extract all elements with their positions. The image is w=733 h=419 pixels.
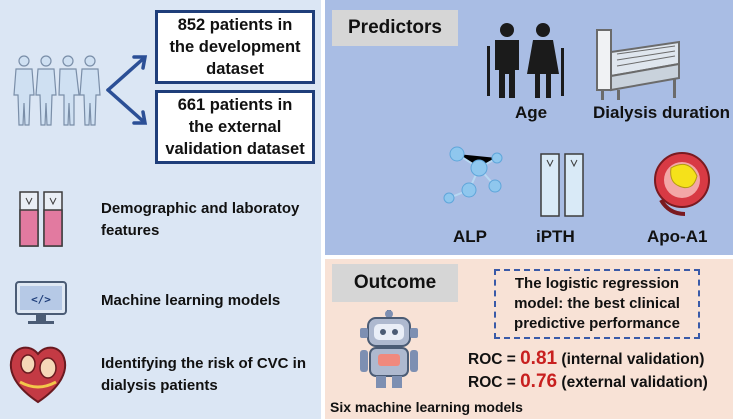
svg-text:</>: </> bbox=[31, 293, 51, 306]
split-arrows bbox=[106, 55, 148, 125]
hospital-bed-icon bbox=[596, 29, 680, 100]
validation-dataset-text: 661 patients in the external validation … bbox=[165, 96, 305, 158]
predictors-panel: Predictors Age Dialysis duration ALP bbox=[325, 0, 733, 255]
cuvettes-icon bbox=[540, 153, 584, 217]
roc-internal-text: (internal validation) bbox=[561, 351, 705, 368]
roc-internal: ROC = 0.81 (internal validation) bbox=[468, 348, 704, 370]
study-design-panel: 852 patients in the development dataset … bbox=[0, 0, 321, 419]
predictor-dialysis-duration: Dialysis duration bbox=[593, 103, 730, 122]
validation-dataset-box: 661 patients in the external validation … bbox=[155, 90, 315, 164]
patients-icon bbox=[13, 55, 101, 126]
predictor-ipth: iPTH bbox=[536, 227, 575, 246]
artery-plaque-icon bbox=[654, 152, 710, 216]
test-tubes-icon bbox=[19, 191, 63, 247]
roc-external-prefix: ROC = bbox=[468, 374, 521, 391]
roc-external-text: (external validation) bbox=[561, 374, 708, 391]
roc-external-value: 0.76 bbox=[520, 371, 558, 392]
predictor-alp: ALP bbox=[453, 227, 487, 246]
computer-icon: </> bbox=[15, 281, 67, 324]
heart-icon bbox=[9, 346, 67, 404]
features-label: Demographic and laboratoy features bbox=[101, 200, 300, 239]
outcome-title: Outcome bbox=[332, 264, 458, 302]
roc-internal-prefix: ROC = bbox=[468, 351, 521, 368]
elderly-couple-icon bbox=[487, 23, 564, 98]
predictors-title: Predictors bbox=[332, 10, 458, 46]
development-dataset-box: 852 patients in the development dataset bbox=[155, 10, 315, 84]
robot-caption: Six machine learning models bbox=[330, 399, 523, 415]
molecule-icon bbox=[443, 146, 503, 204]
best-model-text: The logistic regression model: the best … bbox=[514, 275, 680, 332]
roc-internal-value: 0.81 bbox=[520, 348, 558, 369]
best-model-box: The logistic regression model: the best … bbox=[494, 269, 700, 339]
development-dataset-text: 852 patients in the development dataset bbox=[169, 16, 301, 78]
predictor-apo-a1: Apo-A1 bbox=[647, 227, 708, 246]
risk-label: Identifying the risk of CVC in dialysis … bbox=[101, 355, 307, 394]
predictor-age: Age bbox=[515, 103, 548, 122]
ml-models-label: Machine learning models bbox=[101, 292, 281, 309]
roc-external: ROC = 0.76 (external validation) bbox=[468, 371, 708, 393]
robot-icon bbox=[360, 310, 418, 388]
outcome-panel: Outcome The logistic regression model: t… bbox=[325, 259, 733, 419]
